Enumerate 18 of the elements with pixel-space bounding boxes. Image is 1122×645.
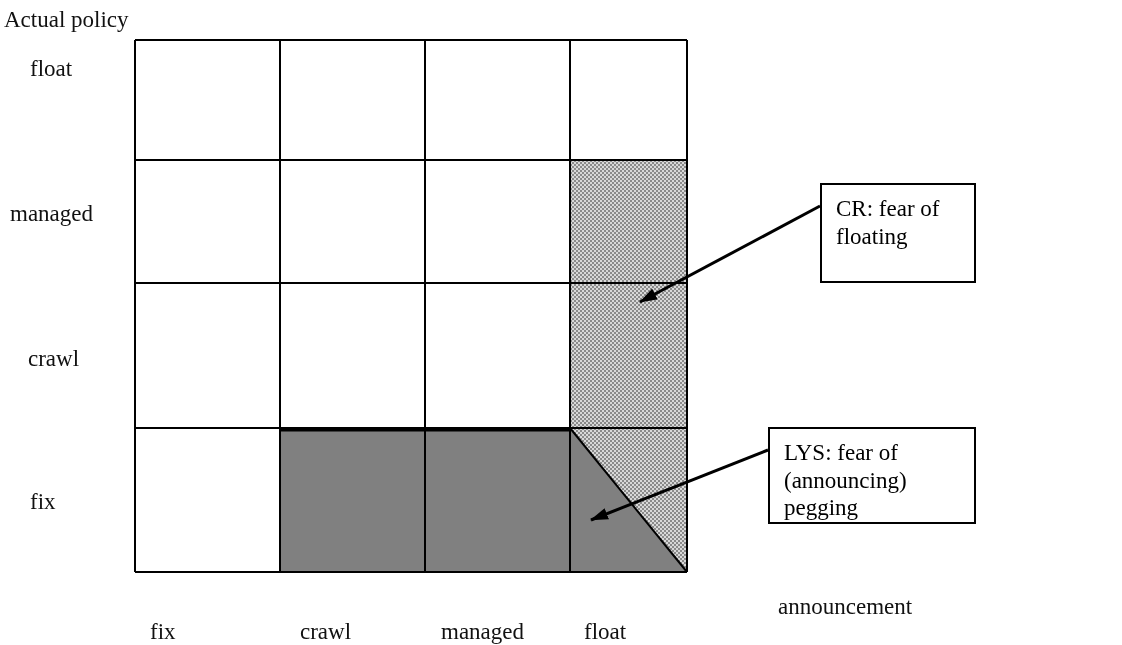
- shaded-region: [280, 428, 687, 572]
- row-label: managed: [10, 202, 93, 225]
- callout-box: [820, 183, 976, 283]
- leader-arrow: [639, 204, 821, 304]
- column-label: managed: [441, 620, 524, 643]
- shaded-region: [570, 160, 687, 572]
- leader-arrow: [590, 448, 769, 522]
- callout-text: LYS: fear of (announcing) pegging: [784, 440, 907, 521]
- row-label: fix: [30, 490, 56, 513]
- column-label: float: [584, 620, 627, 643]
- axis-title: Actual policy: [4, 8, 129, 31]
- axis-title: announcement: [778, 595, 913, 618]
- row-label: float: [30, 57, 73, 80]
- callout-text: CR: fear of floating: [836, 196, 940, 249]
- column-label: crawl: [300, 620, 352, 643]
- row-label: crawl: [28, 347, 80, 370]
- callout-box: [768, 427, 976, 524]
- column-label: fix: [150, 620, 176, 643]
